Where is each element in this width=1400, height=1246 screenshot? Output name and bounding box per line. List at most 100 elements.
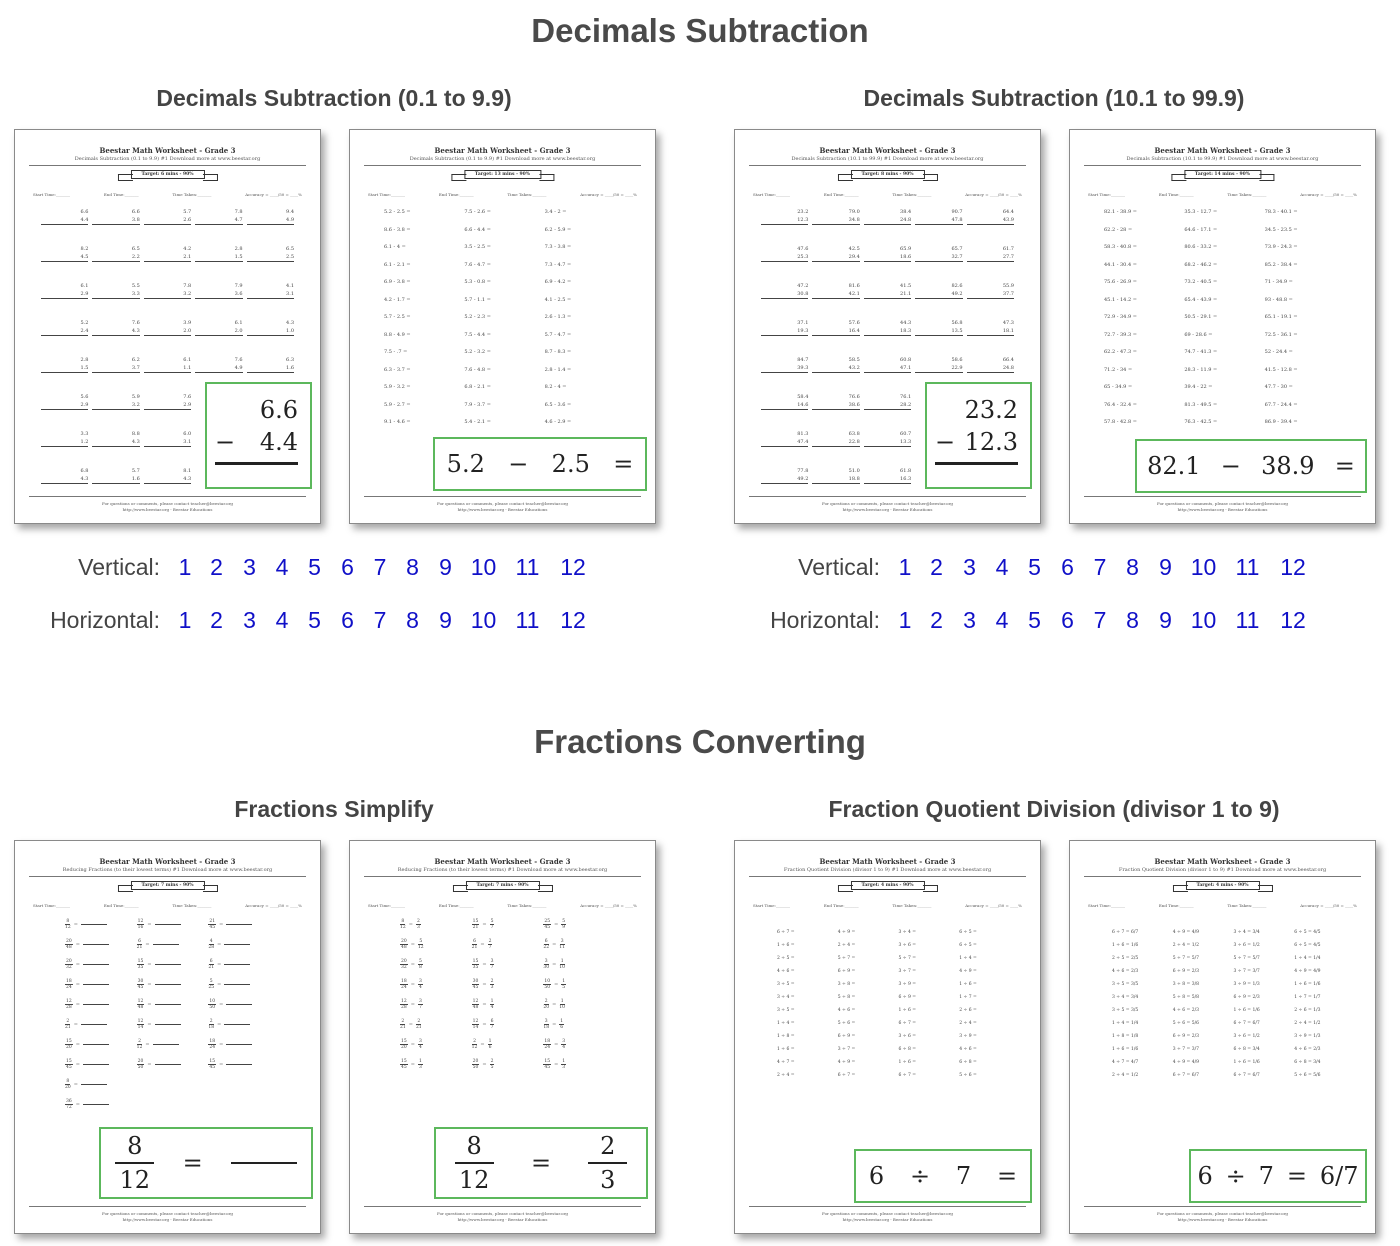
worksheet-link-horizontal-9[interactable]: 9 [439,607,452,633]
denominator: 45 [66,1065,72,1070]
problem [208,1079,280,1090]
worksheet-link-horizontal-12[interactable]: 12 [1280,607,1306,633]
worksheet-link-vertical-10[interactable]: 10 [1190,554,1217,580]
worksheet-link-horizontal-5[interactable]: 5 [308,607,321,633]
worksheet-link-vertical-4[interactable]: 4 [995,554,1009,580]
numerator: 25 [543,919,552,925]
worksheet-link-vertical-5[interactable]: 5 [1028,554,1041,580]
minuend: 65.9 [900,246,912,252]
worksheet-link-vertical-7[interactable]: 7 [1093,554,1107,580]
worksheet-link-vertical-6[interactable]: 6 [1061,554,1074,580]
footer-url: http://www.beestar.org - Beestar Educati… [1177,1217,1268,1222]
problem: 6 ÷ 9 = 2/3 [1172,969,1199,974]
numerator: 1 [559,999,565,1005]
worksheet-link-vertical-1[interactable]: 1 [898,554,912,580]
worksheet-link-horizontal-8[interactable]: 8 [1126,607,1139,633]
problem: 2 ÷ 4 = [777,1073,795,1078]
worksheet-link-vertical-4[interactable]: 4 [275,554,289,580]
worksheet-link-horizontal-3[interactable]: 3 [243,607,256,633]
subtrahend: 2.5 [246,253,294,262]
worksheet-link-horizontal-1[interactable]: 1 [898,607,912,633]
subtrahend: 1.1 [143,364,192,373]
denominator: 20 [66,1045,72,1050]
worksheet-link-horizontal-11[interactable]: 11 [515,607,540,633]
worksheet-link-vertical-8[interactable]: 8 [1126,554,1139,580]
subtrahend: 29.4 [812,253,860,262]
worksheet-link-horizontal-1[interactable]: 1 [178,607,192,633]
worksheet-link-horizontal-12[interactable]: 12 [560,607,586,633]
worksheet-link-horizontal-2[interactable]: 2 [930,607,943,633]
worksheet-link-horizontal-7[interactable]: 7 [373,607,387,633]
problem: 7.3 - 4.7 = [544,261,572,268]
problem: 2 ÷ 4 = 1/2 [1294,1021,1321,1026]
problem [208,1099,280,1110]
worksheet-link-vertical-10[interactable]: 10 [470,554,497,580]
worksheet-link-horizontal-10[interactable]: 10 [470,607,497,633]
worksheet-link-vertical-5[interactable]: 5 [308,554,321,580]
problem: 2 ÷ 5 = 2/5 [1112,956,1139,961]
worksheet-link-vertical-9[interactable]: 9 [1159,554,1172,580]
worksheet-link-vertical-11[interactable]: 11 [1235,554,1260,580]
worksheet-link-vertical-7[interactable]: 7 [373,554,387,580]
denominator: 24 [66,985,72,990]
worksheet-link-horizontal-5[interactable]: 5 [1028,607,1041,633]
worksheet-link-horizontal-9[interactable]: 9 [1159,607,1172,633]
subtrahend: 1.2 [41,438,89,447]
answer-blank [154,924,181,925]
problem: 1 ÷ 4 = 1/4 [1294,956,1321,961]
worksheet-link-horizontal-6[interactable]: 6 [1061,607,1074,633]
subtrahend: 21.1 [863,290,912,299]
worksheet-link-horizontal-8[interactable]: 8 [406,607,419,633]
worksheet-link-vertical-3[interactable]: 3 [963,554,976,580]
worksheet-link-vertical-2[interactable]: 2 [930,554,943,580]
worksheet-link-horizontal-7[interactable]: 7 [1093,607,1107,633]
worksheet-link-vertical-1[interactable]: 1 [178,554,192,580]
worksheet-link-horizontal-4[interactable]: 4 [995,607,1009,633]
divider [29,1206,306,1207]
zoom-token: 6 [1197,1162,1213,1190]
worksheet-link-horizontal-3[interactable]: 3 [963,607,976,633]
problem: 5.2 - 2.3 = [464,314,491,320]
minuend: 82.6 [951,283,963,289]
worksheet-link-vertical-6[interactable]: 6 [341,554,354,580]
zoom-token: 7 [955,1162,972,1190]
worksheet-link-vertical-12[interactable]: 12 [560,554,586,580]
worksheet-link-horizontal-10[interactable]: 10 [1190,607,1217,633]
worksheet-link-vertical-11[interactable]: 11 [515,554,540,580]
denominator: 18 [208,1025,215,1030]
worksheet-link-horizontal-4[interactable]: 4 [275,607,289,633]
denominator: 7 [490,965,494,970]
subtrahend: 4.9 [195,364,243,373]
worksheet-link-vertical-3[interactable]: 3 [243,554,256,580]
worksheet-link-vertical-8[interactable]: 8 [406,554,419,580]
worksheet-link-vertical-9[interactable]: 9 [439,554,452,580]
minuend: 76.6 [848,394,860,400]
subtrahend: 32.7 [915,253,963,262]
numerator: 20 [65,939,73,945]
minuend: 65.7 [951,246,963,252]
worksheet-link-horizontal-6[interactable]: 6 [341,607,354,633]
zoom-problem: 6.6−4.4 [207,384,310,465]
subtrahend: 1.5 [195,253,243,262]
worksheet-link-horizontal-2[interactable]: 2 [210,607,223,633]
problem: 5.7 - 4.7 = [544,331,572,338]
problem: 65 - 34.9 = [1104,384,1133,390]
answer-blank [226,924,253,925]
worksheet-link-vertical-2[interactable]: 2 [210,554,223,580]
worksheet-link-vertical-12[interactable]: 12 [1280,554,1306,580]
section-title-fractions: Fractions Converting [534,723,866,760]
worksheet-link-horizontal-11[interactable]: 11 [1235,607,1260,633]
